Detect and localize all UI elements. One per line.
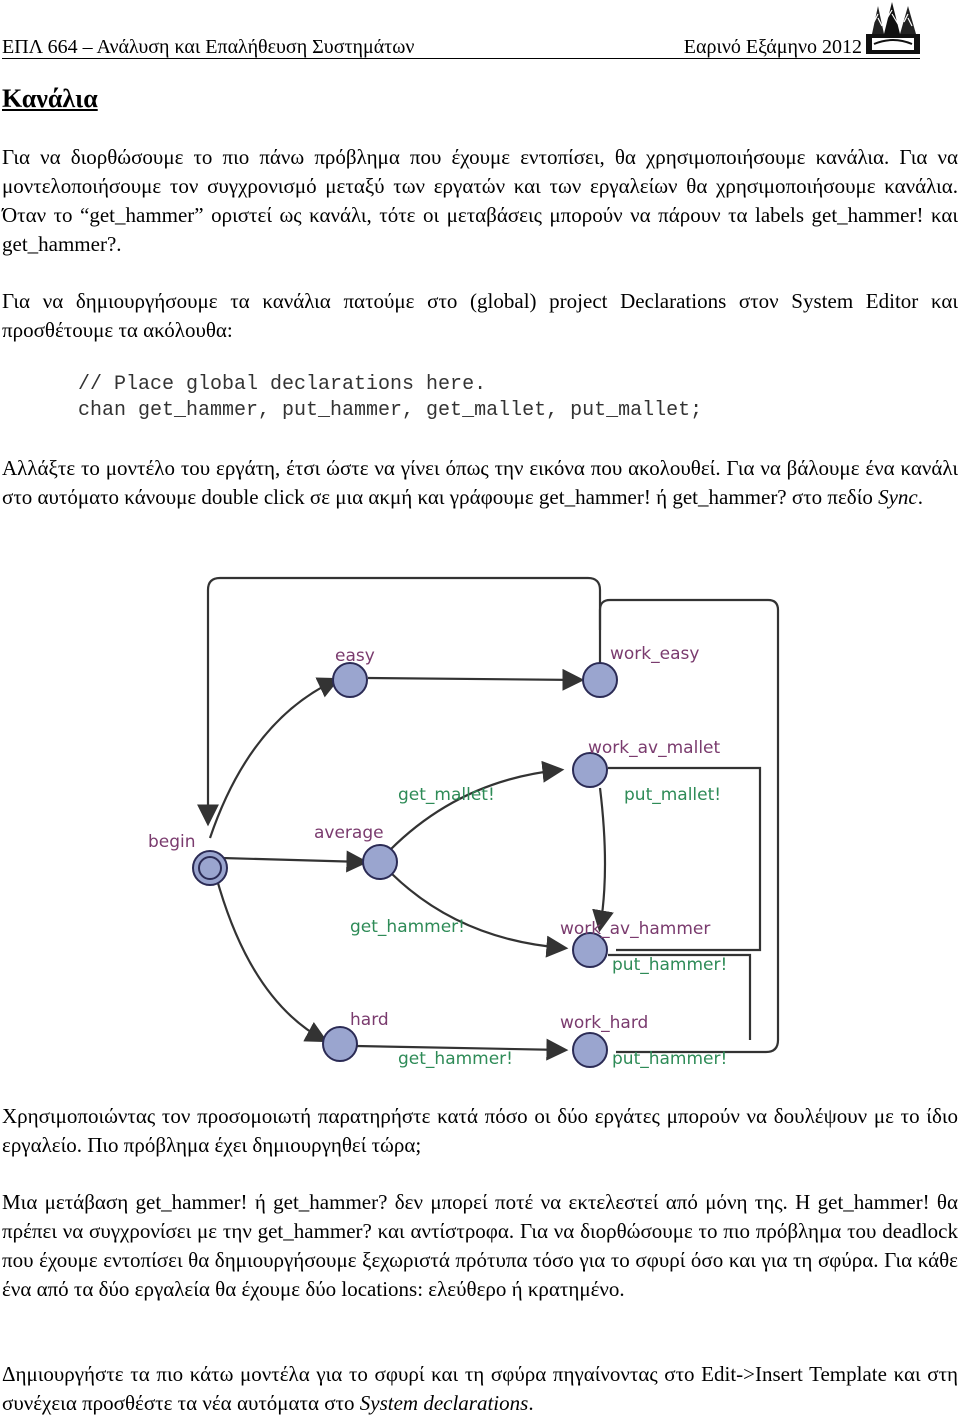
- location-hard: [322, 1026, 358, 1062]
- edge-begin-hard: [214, 875, 328, 1043]
- edge-easy-work-easy: [367, 668, 585, 691]
- label-work-av-mallet: work_av_mallet: [588, 738, 720, 758]
- edge-average-work-av-hammer: [391, 873, 569, 958]
- semester-label: Εαρινό Εξάμηνο 2012: [683, 36, 862, 58]
- edge-return-easy: [197, 576, 602, 827]
- label-easy: easy: [335, 646, 375, 666]
- code-block: // Place global declarations here. chan …: [78, 372, 702, 424]
- label-average: average: [314, 823, 384, 843]
- edge-return-hammer: [608, 953, 752, 1040]
- location-work-av-mallet: [572, 752, 608, 788]
- paragraph-text: Δημιουργήστε τα πιο κάτω μοντέλα για το …: [2, 1362, 958, 1415]
- edge-begin-average: [221, 850, 369, 873]
- edge-hard-work-hard: [355, 1038, 569, 1061]
- location-average: [362, 844, 398, 880]
- system-declarations-name: System declarations: [359, 1391, 529, 1415]
- paragraph-deadlock: Μια μετάβαση get_hammer! ή get_hammer? δ…: [2, 1190, 958, 1301]
- location-easy: [332, 662, 368, 698]
- paragraph-declarations: Για να δημιουργήσουμε τα κανάλια πατούμε…: [2, 289, 958, 342]
- course-title: ΕΠΛ 664 – Ανάλυση και Επαλήθευση Συστημά…: [2, 36, 415, 58]
- sync-put-hammer-average: put_hammer!: [612, 955, 727, 975]
- code-line-chan: chan get_hammer, put_hammer, get_mallet,…: [78, 399, 703, 422]
- page-header: ΕΠΛ 664 – Ανάλυση και Επαλήθευση Συστημά…: [2, 0, 920, 59]
- sync-field-name: Sync: [878, 485, 918, 509]
- paragraph-change-model: Αλλάξτε το μοντέλο του εργάτη, έτσι ώστε…: [2, 454, 958, 512]
- paragraph-simulator: Χρησιμοποιώντας τον προσομοιωτή παρατηρή…: [2, 1104, 958, 1157]
- label-hard: hard: [350, 1010, 389, 1030]
- paragraph-channels-intro: Για να διορθώσουμε το πιο πάνω πρόβλημα …: [2, 145, 958, 256]
- university-logo: [866, 2, 920, 54]
- header-rule: [2, 58, 920, 59]
- sync-put-hammer-hard: put_hammer!: [612, 1049, 727, 1069]
- edge-return-outer: [598, 598, 780, 1054]
- paragraph-end: .: [528, 1391, 534, 1415]
- label-work-av-hammer: work_av_hammer: [560, 919, 710, 939]
- sync-get-hammer-average: get_hammer!: [350, 917, 465, 937]
- locations: [192, 662, 618, 1068]
- sync-get-hammer-hard: get_hammer!: [398, 1049, 513, 1069]
- label-work-easy: work_easy: [610, 644, 699, 664]
- edge-return-mallet: [608, 766, 762, 952]
- location-work-easy: [582, 662, 618, 698]
- location-work-hard: [572, 1032, 608, 1068]
- location-begin-initial: [198, 856, 222, 880]
- code-line-comment: // Place global declarations here.: [78, 373, 487, 396]
- location-work-av-hammer: [572, 932, 608, 968]
- sync-put-mallet: put_mallet!: [624, 785, 721, 805]
- worker-automaton-diagram: easy work_easy work_av_mallet begin aver…: [148, 576, 780, 1069]
- paragraph-end: .: [917, 485, 924, 509]
- label-work-hard: work_hard: [560, 1013, 648, 1033]
- label-begin: begin: [148, 832, 196, 852]
- edge-work-av-mallet-hammer: [592, 787, 614, 933]
- paragraph-text: Αλλάξτε το μοντέλο του εργάτη, έτσι ώστε…: [2, 456, 958, 509]
- section-title: Κανάλια: [2, 84, 98, 113]
- location-begin: [192, 850, 228, 886]
- sync-get-mallet: get_mallet!: [398, 785, 495, 805]
- paragraph-templates: Δημιουργήστε τα πιο κάτω μοντέλα για το …: [2, 1360, 958, 1418]
- edge-begin-easy: [208, 677, 340, 839]
- edge-average-work-av-mallet: [389, 760, 565, 851]
